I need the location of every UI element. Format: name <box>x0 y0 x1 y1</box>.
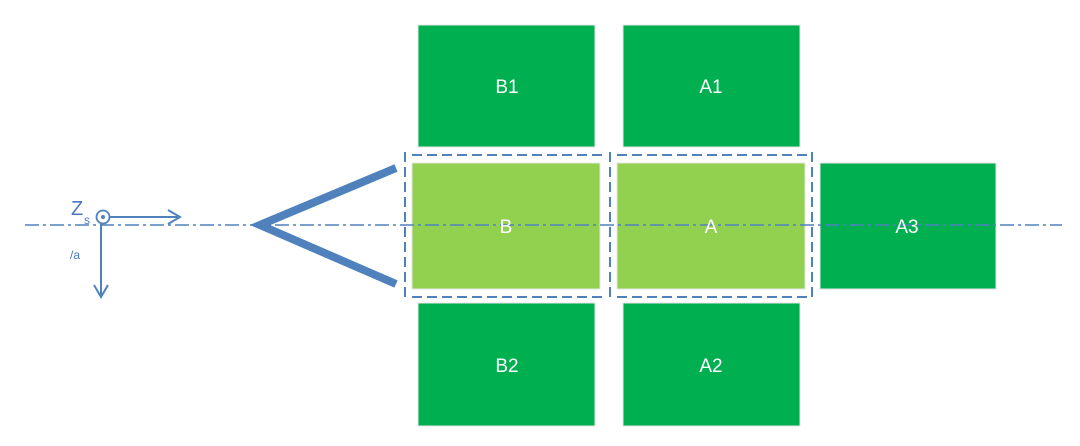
z-axis-dot <box>101 215 105 219</box>
label-a1: A1 <box>699 77 722 98</box>
z-axis-subscript: s <box>84 213 90 227</box>
box-a <box>616 162 806 290</box>
box-a1 <box>622 24 801 148</box>
box-b2 <box>417 302 596 427</box>
box-a2 <box>622 302 801 427</box>
label-a3: A3 <box>895 217 918 238</box>
v-wedge <box>249 164 398 288</box>
dashed-outline-a <box>609 152 813 302</box>
label-b: B <box>500 217 513 238</box>
y-axis-label: /a <box>70 248 80 262</box>
z-axis-label: Z <box>71 198 83 220</box>
box-b1 <box>417 24 596 148</box>
y-axis-arrowhead <box>93 284 109 299</box>
box-b <box>411 162 601 290</box>
coordinate-system <box>93 209 182 299</box>
label-a2: A2 <box>699 356 722 377</box>
box-a3 <box>819 162 997 290</box>
label-b1: B1 <box>495 77 518 98</box>
x-axis-arrowhead <box>167 209 182 225</box>
label-a: A <box>705 217 718 238</box>
label-b2: B2 <box>495 356 518 377</box>
dashed-outline-b <box>404 152 605 302</box>
